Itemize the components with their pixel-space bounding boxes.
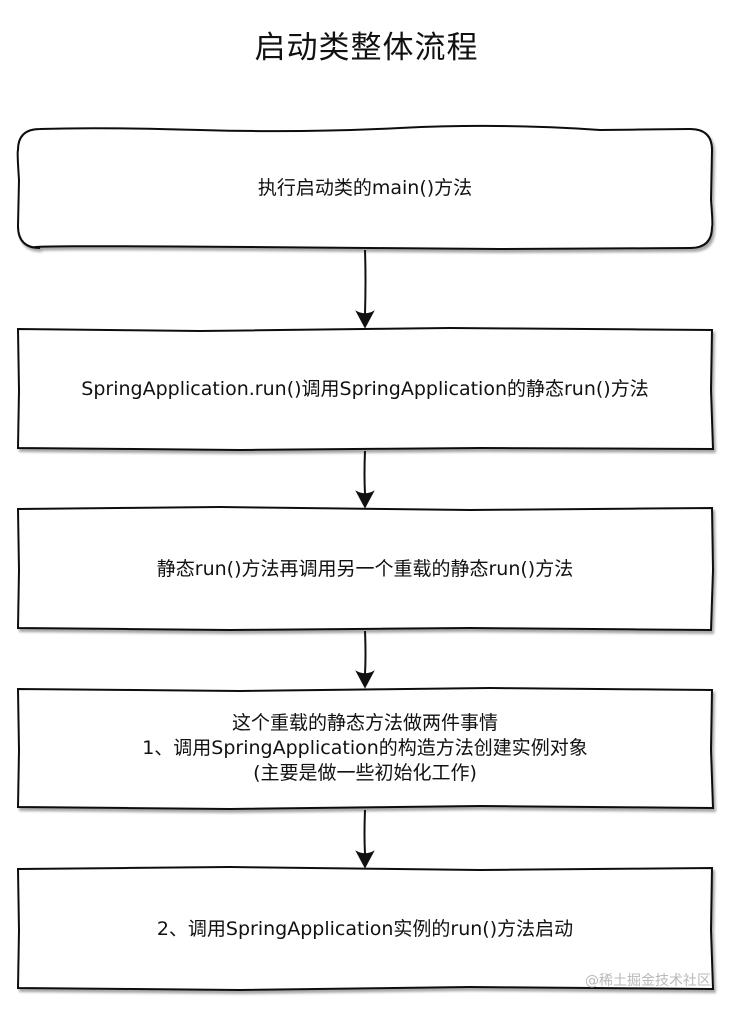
connector-3-4 [355, 630, 375, 689]
watermark: @稀土掘金技术社区 [585, 973, 711, 989]
connector-1-2 [355, 249, 375, 329]
step-3-label: 静态run()方法再调用另一个重载的静态run()方法 [18, 509, 712, 629]
step-5-label: 2、调用SpringApplication实例的run()方法启动 [18, 869, 712, 989]
step-4-line-2: 1、调用SpringApplication的构造方法创建实例对象 [142, 737, 588, 759]
step-4-line-3: (主要是做一些初始化工作) [253, 762, 477, 784]
step-1-line-1: 执行启动类的main()方法 [257, 177, 473, 199]
step-1-box [16, 124, 714, 251]
connector-2-3 [355, 450, 375, 509]
step-3-line-1: 静态run()方法再调用另一个重载的静态run()方法 [156, 557, 574, 580]
step-4-box [16, 686, 715, 811]
diagram-title: 启动类整体流程 [254, 30, 479, 66]
step-4-line-1: 这个重载的静态方法做两件事情 [231, 712, 498, 734]
step-2-line-1: SpringApplication.run()调用SpringApplicati… [81, 377, 649, 400]
step-4-label: 这个重载的静态方法做两件事情 1、调用SpringApplication的构造方… [18, 689, 712, 808]
step-2-label: SpringApplication.run()调用SpringApplicati… [18, 329, 712, 449]
step-5-box [16, 865, 715, 992]
step-2-box [16, 326, 715, 452]
connector-4-5 [355, 809, 375, 869]
step-1-label: 执行启动类的main()方法 [18, 129, 712, 248]
step-5-line-1: 2、调用SpringApplication实例的run()方法启动 [156, 917, 574, 940]
step-3-box [16, 505, 715, 632]
